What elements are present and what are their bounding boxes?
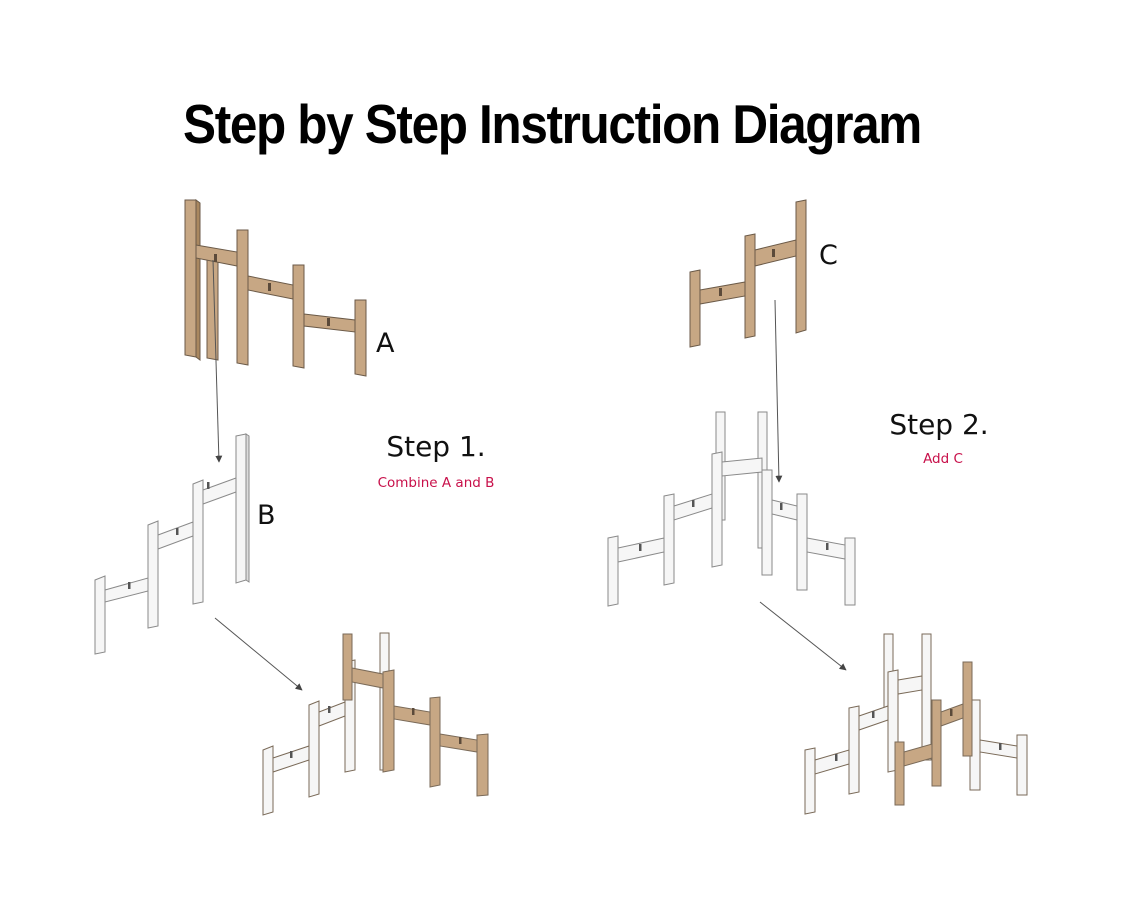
part-label-a: A [376, 328, 395, 359]
part-label-b: B [257, 500, 276, 531]
arrow-c-to-assembly [774, 299, 783, 483]
step-2-description: Add C [923, 451, 963, 467]
step2-result-assembly [804, 633, 1028, 815]
step1-result-assembly [262, 632, 489, 816]
part-label-c: C [819, 240, 838, 271]
arrow-a-to-b [212, 259, 223, 463]
part-c-piece [689, 199, 807, 348]
step-1-description: Combine A and B [377, 475, 495, 491]
step-2-heading: Step 2. [889, 408, 989, 441]
page-title: Step by Step Instruction Diagram [183, 93, 922, 155]
step-1-heading: Step 1. [386, 430, 486, 463]
part-a-piece [184, 199, 367, 377]
part-b-piece [94, 433, 250, 655]
arrow-step1-result [214, 617, 303, 691]
arrow-step2-result [759, 601, 847, 671]
step2-input-assembly [607, 411, 856, 607]
